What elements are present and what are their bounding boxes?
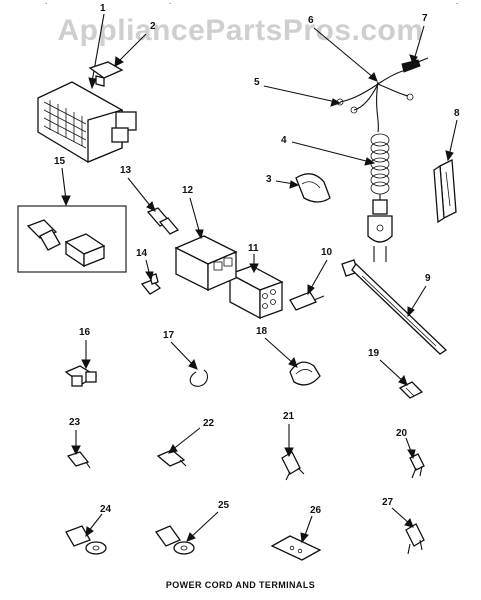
callout-22: 22 xyxy=(203,418,215,429)
callout-5: 5 xyxy=(254,77,260,88)
part-25-ring-terminal xyxy=(155,525,195,555)
callout-14: 14 xyxy=(136,248,148,259)
top-fragment-right: · xyxy=(455,0,460,8)
part-26-flat-terminal xyxy=(270,535,322,561)
callout-13: 13 xyxy=(120,165,132,176)
part-12-four-pin-housing xyxy=(174,235,238,292)
callout-7: 7 xyxy=(422,13,428,24)
part-5-ring-terminal-leads xyxy=(336,83,379,114)
callout-15: 15 xyxy=(54,156,66,167)
leader-19 xyxy=(379,359,405,383)
leader-18 xyxy=(264,337,295,365)
leader-25 xyxy=(189,511,219,539)
callout-21: 21 xyxy=(283,411,295,422)
part-21-terminal xyxy=(281,451,305,481)
callout-11: 11 xyxy=(248,243,259,254)
callout-26: 26 xyxy=(310,505,322,516)
callout-1: 1 xyxy=(100,3,106,14)
callout-17: 17 xyxy=(163,330,175,341)
part-4-power-cord xyxy=(367,81,393,262)
part-7-ground-screw xyxy=(377,57,429,85)
leader-12 xyxy=(189,197,201,235)
callout-23: 23 xyxy=(69,417,81,428)
callout-16: 16 xyxy=(79,327,91,338)
callout-3: 3 xyxy=(266,174,272,185)
callout-27: 27 xyxy=(382,497,394,508)
callout-18: 18 xyxy=(256,326,268,337)
part-20-terminal xyxy=(409,453,425,479)
part-15-terminal-kit xyxy=(17,205,127,273)
callout-4: 4 xyxy=(281,135,287,146)
part-11-six-pin-housing xyxy=(228,265,284,320)
part-23-terminal xyxy=(66,451,91,469)
part-22-terminal xyxy=(156,449,187,467)
part-3-plug-holder xyxy=(295,173,331,203)
leader-2 xyxy=(117,33,147,63)
part-13-terminal xyxy=(146,207,180,235)
leader-7 xyxy=(413,25,425,61)
callout-6: 6 xyxy=(308,15,314,26)
callout-10: 10 xyxy=(321,247,333,258)
part-19-clip xyxy=(398,381,424,399)
leader-27 xyxy=(391,507,411,525)
part-18-loop-clamp xyxy=(289,361,321,386)
leader-17 xyxy=(170,341,195,367)
leader-8 xyxy=(448,119,458,157)
part-6-ground-lead xyxy=(377,83,414,101)
part-14-terminal xyxy=(140,273,162,295)
diagram-caption: POWER CORD AND TERMINALS xyxy=(165,580,316,590)
top-fragment-center: · xyxy=(168,0,173,8)
leader-9 xyxy=(409,285,427,313)
leader-10 xyxy=(309,259,328,291)
callout-25: 25 xyxy=(218,500,230,511)
part-27-terminal xyxy=(405,523,425,555)
part-17-wire-clamp xyxy=(189,369,209,387)
leader-13 xyxy=(127,177,153,209)
part-10-bolt xyxy=(289,291,325,311)
part-16-clip xyxy=(64,365,98,387)
part-9-cable-tie xyxy=(341,259,448,355)
callout-12: 12 xyxy=(182,185,194,196)
leader-15 xyxy=(61,167,67,201)
watermark: AppliancePartsPros.com xyxy=(57,14,424,47)
leader-4 xyxy=(291,141,371,163)
callout-19: 19 xyxy=(368,348,380,359)
callout-20: 20 xyxy=(396,428,408,439)
part-1-connector-block xyxy=(37,81,137,163)
leader-5 xyxy=(263,85,337,103)
callout-9: 9 xyxy=(425,273,431,284)
callout-2: 2 xyxy=(150,21,156,32)
callout-24: 24 xyxy=(100,504,112,515)
part-2-clip xyxy=(88,61,124,87)
callout-8: 8 xyxy=(454,108,460,119)
top-fragment-left: · xyxy=(44,0,49,8)
leader-22 xyxy=(171,427,201,451)
leader-6 xyxy=(313,27,375,79)
part-24-ring-terminal xyxy=(65,525,107,555)
part-8-bracket xyxy=(433,158,457,224)
